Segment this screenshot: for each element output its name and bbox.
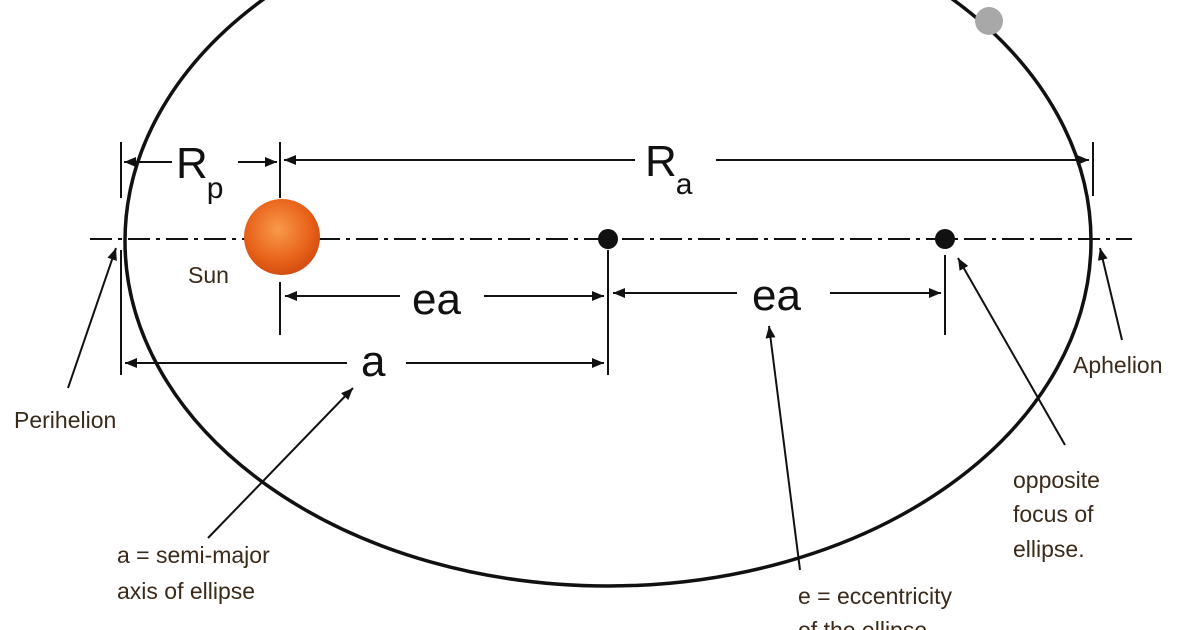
ea-right-label: ea [752, 271, 801, 320]
ra-label: Ra [645, 137, 693, 201]
perihelion-label: Perihelion [14, 407, 116, 433]
aphelion-label: Aphelion [1073, 352, 1163, 378]
pointer-arrows [67, 247, 1123, 571]
semi-major-caption-line2: axis of ellipse [117, 578, 255, 604]
focus-caption-line3: ellipse. [1013, 536, 1085, 562]
focus-caption-line2: focus of [1013, 501, 1094, 527]
ea-left-dimension: ea [285, 275, 604, 324]
eccentricity-caption-line2: of the ellipse [798, 617, 927, 630]
sun-label: Sun [188, 262, 229, 288]
sun [244, 199, 320, 275]
a-dimension: a [125, 337, 604, 386]
extension-ticks [120, 142, 1094, 375]
focus-caption-line1: opposite [1013, 467, 1100, 493]
orbit-ellipse [123, 0, 1093, 588]
ellipse-center-dot [598, 229, 618, 249]
opposite-focus-dot [935, 229, 955, 249]
eccentricity-caption-line1: e = eccentricity [798, 583, 953, 609]
semi-major-caption-line1: a = semi-major [117, 542, 270, 568]
rp-dimension: Rp [124, 139, 277, 205]
planet [975, 7, 1003, 35]
ea-right-dimension: ea [613, 271, 941, 320]
a-label: a [361, 337, 386, 386]
ra-dimension: Ra [284, 137, 1089, 201]
ea-left-label: ea [412, 275, 461, 324]
rp-label: Rp [176, 139, 223, 205]
